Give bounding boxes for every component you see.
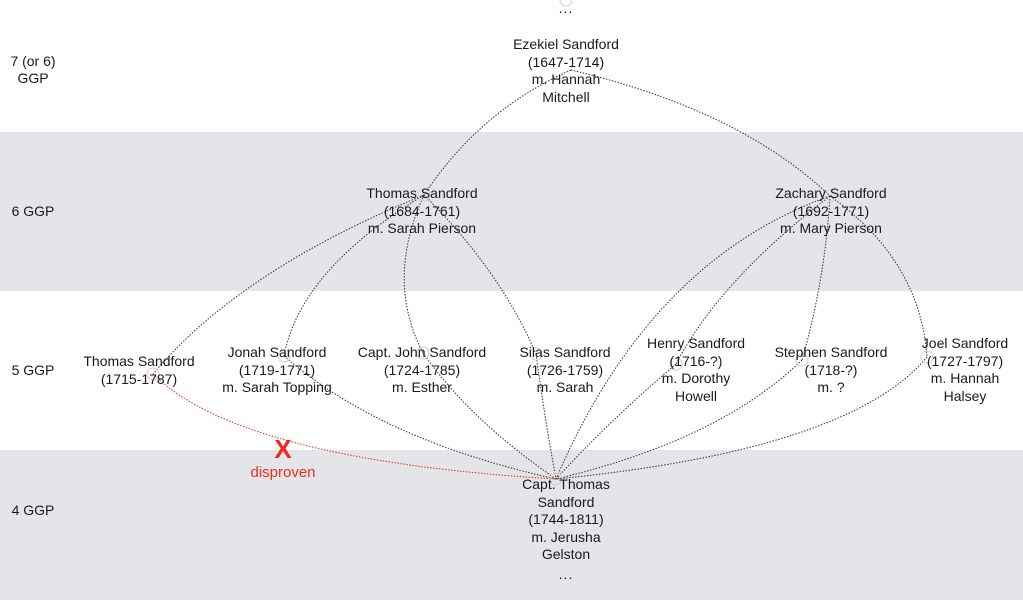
node-anchor-john <box>416 346 430 360</box>
edge-zachary-joel <box>829 195 928 358</box>
person-line: Capt. John Sandford <box>357 344 487 360</box>
node-anchor-henry <box>669 357 683 371</box>
person-line: Halsey <box>943 387 987 404</box>
node-anchor-thomas5 <box>146 367 160 381</box>
person-line: m. ? <box>817 379 845 395</box>
edge-john-captthomas <box>422 352 557 480</box>
person-line: (1716-?) <box>669 352 723 369</box>
person-line: Henry Sandford <box>646 335 746 351</box>
edge-stephen-captthomas <box>555 359 803 480</box>
person-thomas-sandford-1715[interactable]: Thomas Sandford(1715-1787) <box>83 353 194 388</box>
generation-band-6 <box>0 132 1023 291</box>
person-line: (1715-1787) <box>100 370 178 387</box>
person-line: Silas Sandford <box>519 344 611 360</box>
disproven-x-icon: X <box>274 434 292 464</box>
person-line: Sandford <box>537 493 595 510</box>
generation-label-7: 7 (or 6) GGP <box>0 53 66 87</box>
edge-zachary-henry <box>675 195 831 365</box>
generation-label-7-line1: 7 (or 6) <box>10 53 56 69</box>
person-line: Ezekiel Sandford <box>513 36 619 52</box>
generation-band-7 <box>0 0 1023 132</box>
person-line: m. Sarah Pierson <box>367 220 477 236</box>
person-line: (1724-1785) <box>383 361 461 378</box>
person-line: Thomas Sandford <box>366 185 478 201</box>
person-line: m. Mary Pierson <box>780 220 882 236</box>
edge-zachary-captthomas <box>555 195 831 480</box>
person-line: m. Esther <box>392 379 452 395</box>
generation-band-4 <box>0 450 1023 600</box>
person-line: Stephen Sandford <box>774 344 888 360</box>
edge-zachary-stephen <box>801 195 831 361</box>
edge-henry-captthomas <box>555 363 677 480</box>
person-jonah-sandford[interactable]: Jonah Sandford(1719-1771)m. Sarah Toppin… <box>222 344 331 397</box>
person-line: m. Hannah <box>531 71 601 87</box>
person-line: (1719-1771) <box>238 361 316 378</box>
person-line: (1726-1759) <box>526 361 604 378</box>
person-line: Capt. Thomas <box>522 476 610 492</box>
person-line: Thomas Sandford <box>83 353 195 369</box>
person-line: m. Sarah Topping <box>222 379 332 395</box>
edge-ezekiel-zachary <box>570 69 831 197</box>
person-line: Jonah Sandford <box>227 344 327 360</box>
node-anchor-joel <box>920 350 934 364</box>
person-line: Zachary Sandford <box>775 185 887 201</box>
person-stephen-sandford[interactable]: Stephen Sandford(1718-?)m. ? <box>775 344 888 397</box>
generation-label-6: 6 GGP <box>11 203 55 219</box>
person-line: (1744-1811) <box>528 511 604 527</box>
person-line: m. Hannah <box>930 370 1000 386</box>
edge-joel-captthomas <box>555 356 928 480</box>
edge-thomas6-thomas5 <box>152 194 425 375</box>
person-zachary-sandford[interactable]: Zachary Sandford(1692-1771)m. Mary Piers… <box>775 185 886 238</box>
edge-ezekiel-thomas6 <box>423 69 572 196</box>
edge-jonah-captthomas <box>283 355 557 480</box>
ellipsis-top: ... <box>558 0 574 16</box>
person-line: Joel Sandford <box>921 335 1009 351</box>
edge-thomas6-john <box>403 194 425 354</box>
generation-label-5: 5 GGP <box>11 362 55 378</box>
person-capt-john-sandford[interactable]: Capt. John Sandford(1724-1785)m. Esther <box>358 344 486 397</box>
person-line: (1692-1771) <box>792 202 870 219</box>
node-anchor-ezekiel <box>559 0 573 7</box>
node-anchor-thomas6 <box>417 188 431 202</box>
node-anchor-silas <box>529 347 543 361</box>
node-anchor-stephen <box>795 353 809 367</box>
ellipsis-bottom: ... <box>558 566 574 582</box>
person-line: Howell <box>674 387 717 404</box>
node-anchor-zachary <box>823 189 837 203</box>
generation-band-5 <box>0 291 1023 450</box>
person-thomas-sandford-1684[interactable]: Thomas Sandford(1684-1761)m. Sarah Piers… <box>366 185 477 238</box>
person-line: (1647-1714) <box>527 53 605 70</box>
person-silas-sandford[interactable]: Silas Sandford(1726-1759)m. Sarah <box>519 344 610 397</box>
disproven-label: disproven <box>250 464 316 481</box>
person-line: Mitchell <box>542 88 590 105</box>
person-line: (1718-?) <box>804 361 858 378</box>
person-line: (1727-1797) <box>926 352 1004 369</box>
person-line: Gelston <box>541 546 591 562</box>
edge-disproven <box>152 373 557 480</box>
person-line: (1684-1761) <box>383 202 461 219</box>
person-line: m. Sarah <box>536 379 594 395</box>
generation-label-7-line2: GGP <box>17 70 49 86</box>
person-line: m. Jerusha <box>531 528 601 545</box>
node-anchor-captthomas <box>549 472 563 486</box>
generation-label-4: 4 GGP <box>11 502 55 518</box>
node-anchor-jonah <box>277 349 291 363</box>
person-line: m. Dorothy <box>661 370 731 386</box>
